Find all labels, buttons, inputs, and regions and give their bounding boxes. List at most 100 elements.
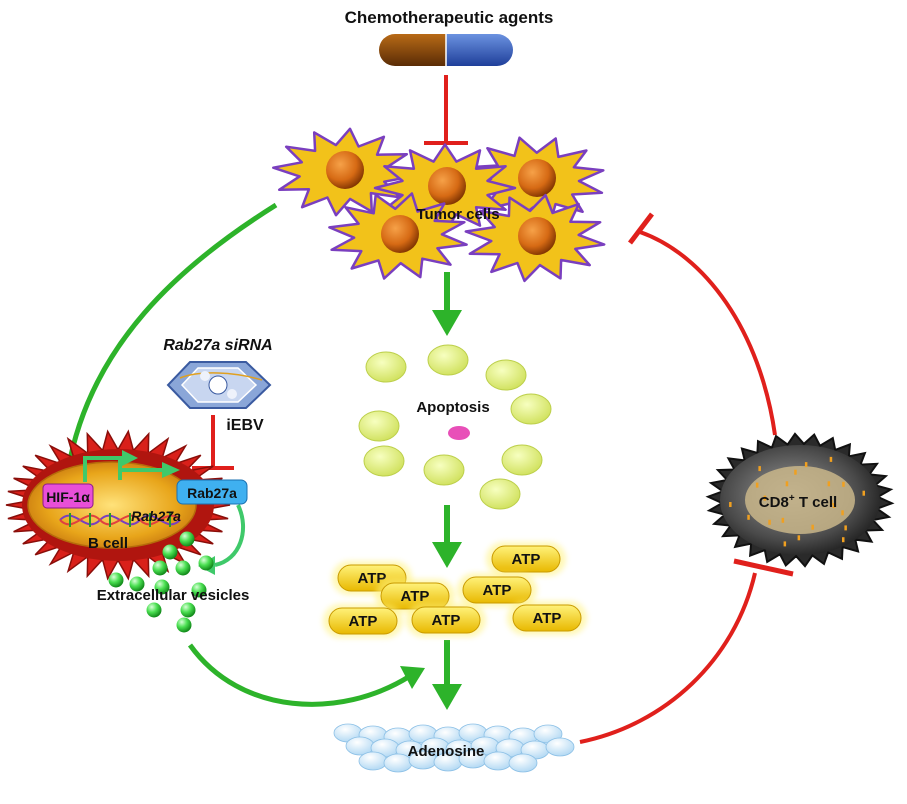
- vesicle: [154, 579, 170, 595]
- adenosine-molecule: [545, 737, 575, 757]
- tumor-nucleus: [326, 151, 364, 189]
- cd8-inhibits-tumor-arrow: [639, 230, 777, 436]
- adenosine-inhibits-cd8-arrow: [579, 572, 757, 744]
- apoptotic-body: [427, 344, 469, 376]
- cd8-t-cell: [705, 432, 895, 568]
- atp-to-adenosine-arrow: [432, 640, 462, 710]
- rab27a-box: [176, 479, 248, 505]
- iebv-inhibits-rab27a-arrow: [192, 415, 234, 470]
- cd8-granule: [844, 525, 847, 531]
- vesicle: [191, 582, 207, 598]
- hif-1a-box: [42, 483, 94, 509]
- atp-label: ATP: [349, 613, 378, 630]
- extracellular-vesicles: [108, 531, 214, 633]
- apoptotic-body: [479, 478, 521, 510]
- cd8-granule: [797, 535, 801, 541]
- cd8-granule: [785, 481, 789, 487]
- sirna-label: Rab27a siRNA: [163, 337, 272, 354]
- tumor-nucleus: [381, 215, 419, 253]
- cd8-nucleus: [745, 466, 855, 534]
- cd8-granule: [804, 462, 808, 468]
- apoptotic-body: [358, 410, 400, 442]
- vesicle: [179, 531, 195, 547]
- tumor-to-bcell-arrow: [65, 202, 278, 471]
- vesicle: [108, 572, 124, 588]
- cd8-granule: [729, 502, 732, 507]
- atp-label: ATP: [432, 612, 461, 629]
- adenosine-inhibits-cd8-bar: [733, 558, 794, 577]
- atp-pill: [411, 606, 481, 634]
- apoptotic-body: [363, 445, 405, 477]
- cd8-granule: [830, 500, 833, 505]
- apoptotic-body: [501, 444, 543, 476]
- atp-label: ATP: [483, 582, 512, 599]
- bcell-label: B cell: [88, 535, 128, 552]
- cd8-label: CD8+ T cell: [759, 493, 837, 511]
- cd8-granule: [842, 537, 845, 543]
- cd8-granule: [758, 466, 761, 472]
- apoptotic-body: [485, 359, 527, 391]
- iebv-label: iEBV: [226, 417, 264, 434]
- ev-label: Extracellular vesicles: [97, 587, 250, 604]
- cd8-granule: [811, 524, 814, 530]
- rab27a-gene-label: Rab27a: [131, 508, 181, 524]
- chemo-inhibition-arrow: [424, 75, 468, 145]
- cd8-granule: [827, 481, 831, 487]
- atp-pill: [462, 576, 532, 604]
- cd8-granule: [763, 495, 767, 501]
- adenosine-molecule: [358, 751, 388, 771]
- vesicle: [129, 576, 145, 592]
- ev-to-adenosine-arrow: [187, 643, 412, 707]
- cd8-granule: [783, 541, 787, 547]
- atp-label: ATP: [401, 588, 430, 605]
- tumor-label: Tumor cells: [416, 206, 499, 223]
- atp-label: ATP: [533, 610, 562, 627]
- tumor-nucleus: [518, 217, 556, 255]
- adenosine-cloud: [333, 723, 575, 773]
- vesicle: [176, 617, 192, 633]
- cd8-granule: [842, 481, 845, 487]
- cd8-granule: [768, 519, 771, 525]
- tumor-cell-cluster: [272, 127, 606, 283]
- vesicle: [162, 544, 178, 560]
- rab27a-box-label: Rab27a: [187, 485, 237, 501]
- vesicle: [146, 602, 162, 618]
- cd8-granule: [755, 482, 759, 488]
- apoptotic-body: [423, 454, 465, 486]
- iebv-nanoparticle-icon: [166, 361, 272, 409]
- atp-pill: [328, 607, 398, 635]
- apoptosis-label: Apoptosis: [416, 399, 489, 416]
- adenosine-molecule: [508, 753, 538, 773]
- atp-label: ATP: [512, 551, 541, 568]
- rab27a-to-ev-arrow: [214, 504, 246, 567]
- vesicle: [198, 555, 214, 571]
- adenosine-label: Adenosine: [408, 743, 485, 760]
- chemo-pill-icon: [379, 34, 513, 66]
- adenosine-molecule: [483, 751, 513, 771]
- cd8-granule: [829, 456, 833, 462]
- cd8-granule: [794, 469, 797, 475]
- tumor-nucleus: [518, 159, 556, 197]
- apoptotic-body: [510, 393, 552, 425]
- hif-1a-label: HIF-1α: [46, 489, 90, 505]
- apoptotic-body: [365, 351, 407, 383]
- vesicle: [175, 560, 191, 576]
- ev-to-adenosine-arrowhead: [400, 666, 425, 689]
- cd8-inhibits-tumor-bar: [628, 212, 654, 245]
- cd8-granule: [841, 510, 844, 516]
- cd8-granule: [781, 517, 785, 523]
- vesicle: [180, 602, 196, 618]
- atp-label: ATP: [358, 570, 387, 587]
- apoptotic-nucleus-fragment: [448, 426, 470, 440]
- cd8-granule: [862, 490, 865, 496]
- chemo-label: Chemotherapeutic agents: [345, 8, 554, 27]
- atp-pill: [512, 604, 582, 632]
- cd8-granule: [832, 503, 836, 508]
- apoptotic-bodies: [358, 344, 552, 510]
- dna-helix-icon: [59, 513, 181, 527]
- atp-pill: [491, 545, 561, 573]
- apoptosis-to-atp-arrow: [432, 505, 462, 568]
